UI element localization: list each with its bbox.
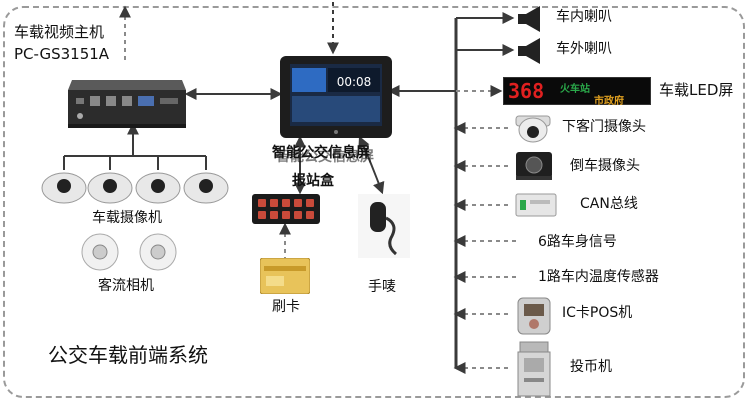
host-model: PC-GS3151A	[14, 45, 110, 63]
mic-label: 手唛	[368, 279, 396, 295]
vehicle-cameras-icon	[41, 172, 229, 204]
system-boundary	[3, 6, 745, 398]
can-module-icon	[515, 193, 557, 217]
led-display-icon: 368 火车站 市政府	[503, 77, 651, 107]
passenger-counter-icon	[81, 233, 177, 271]
info-screen-icon: 00:08	[280, 56, 392, 138]
passenger-counter-label: 客流相机	[98, 278, 154, 294]
reverse-camera-icon	[516, 152, 552, 180]
card-icon	[260, 258, 310, 294]
vehicle-camera-label: 车载摄像机	[92, 210, 162, 226]
card-label: 刷卡	[272, 299, 300, 315]
info-screen-label-ghost: 智能公交信息屏	[276, 149, 374, 165]
led-label: 车载LED屏	[659, 81, 734, 99]
led-route-number: 368	[508, 79, 545, 103]
body-signal-label: 6路车身信号	[538, 234, 617, 250]
interior-speaker-label: 车内喇叭	[556, 9, 612, 25]
video-host-icon	[68, 80, 186, 128]
temp-sensor-label: 1路车内温度传感器	[538, 269, 659, 285]
station-box-label: 报站盒	[292, 173, 334, 189]
screen-clock: 00:08	[337, 75, 372, 89]
speaker-icon	[518, 6, 540, 32]
reverse-camera-label: 倒车摄像头	[570, 158, 640, 174]
door-camera-label: 下客门摄像头	[562, 119, 646, 135]
coin-box-icon	[517, 341, 551, 397]
exterior-speaker-label: 车外喇叭	[556, 41, 612, 57]
station-announcer-icon	[252, 194, 320, 224]
system-title: 公交车载前端系统	[48, 343, 208, 367]
led-text-top: 火车站	[560, 84, 590, 95]
pos-machine-icon	[517, 297, 551, 335]
speaker-icon	[518, 38, 540, 64]
led-text-arrow: 市政府	[594, 96, 624, 107]
can-bus-label: CAN总线	[580, 196, 638, 212]
pos-label: IC卡POS机	[562, 305, 633, 321]
host-title: 车载视频主机	[14, 23, 105, 41]
handheld-mic-icon	[358, 194, 410, 258]
coin-box-label: 投币机	[570, 359, 612, 375]
info-screen-label: 智能公交信息屏	[272, 145, 370, 161]
dome-camera-icon	[515, 115, 551, 143]
